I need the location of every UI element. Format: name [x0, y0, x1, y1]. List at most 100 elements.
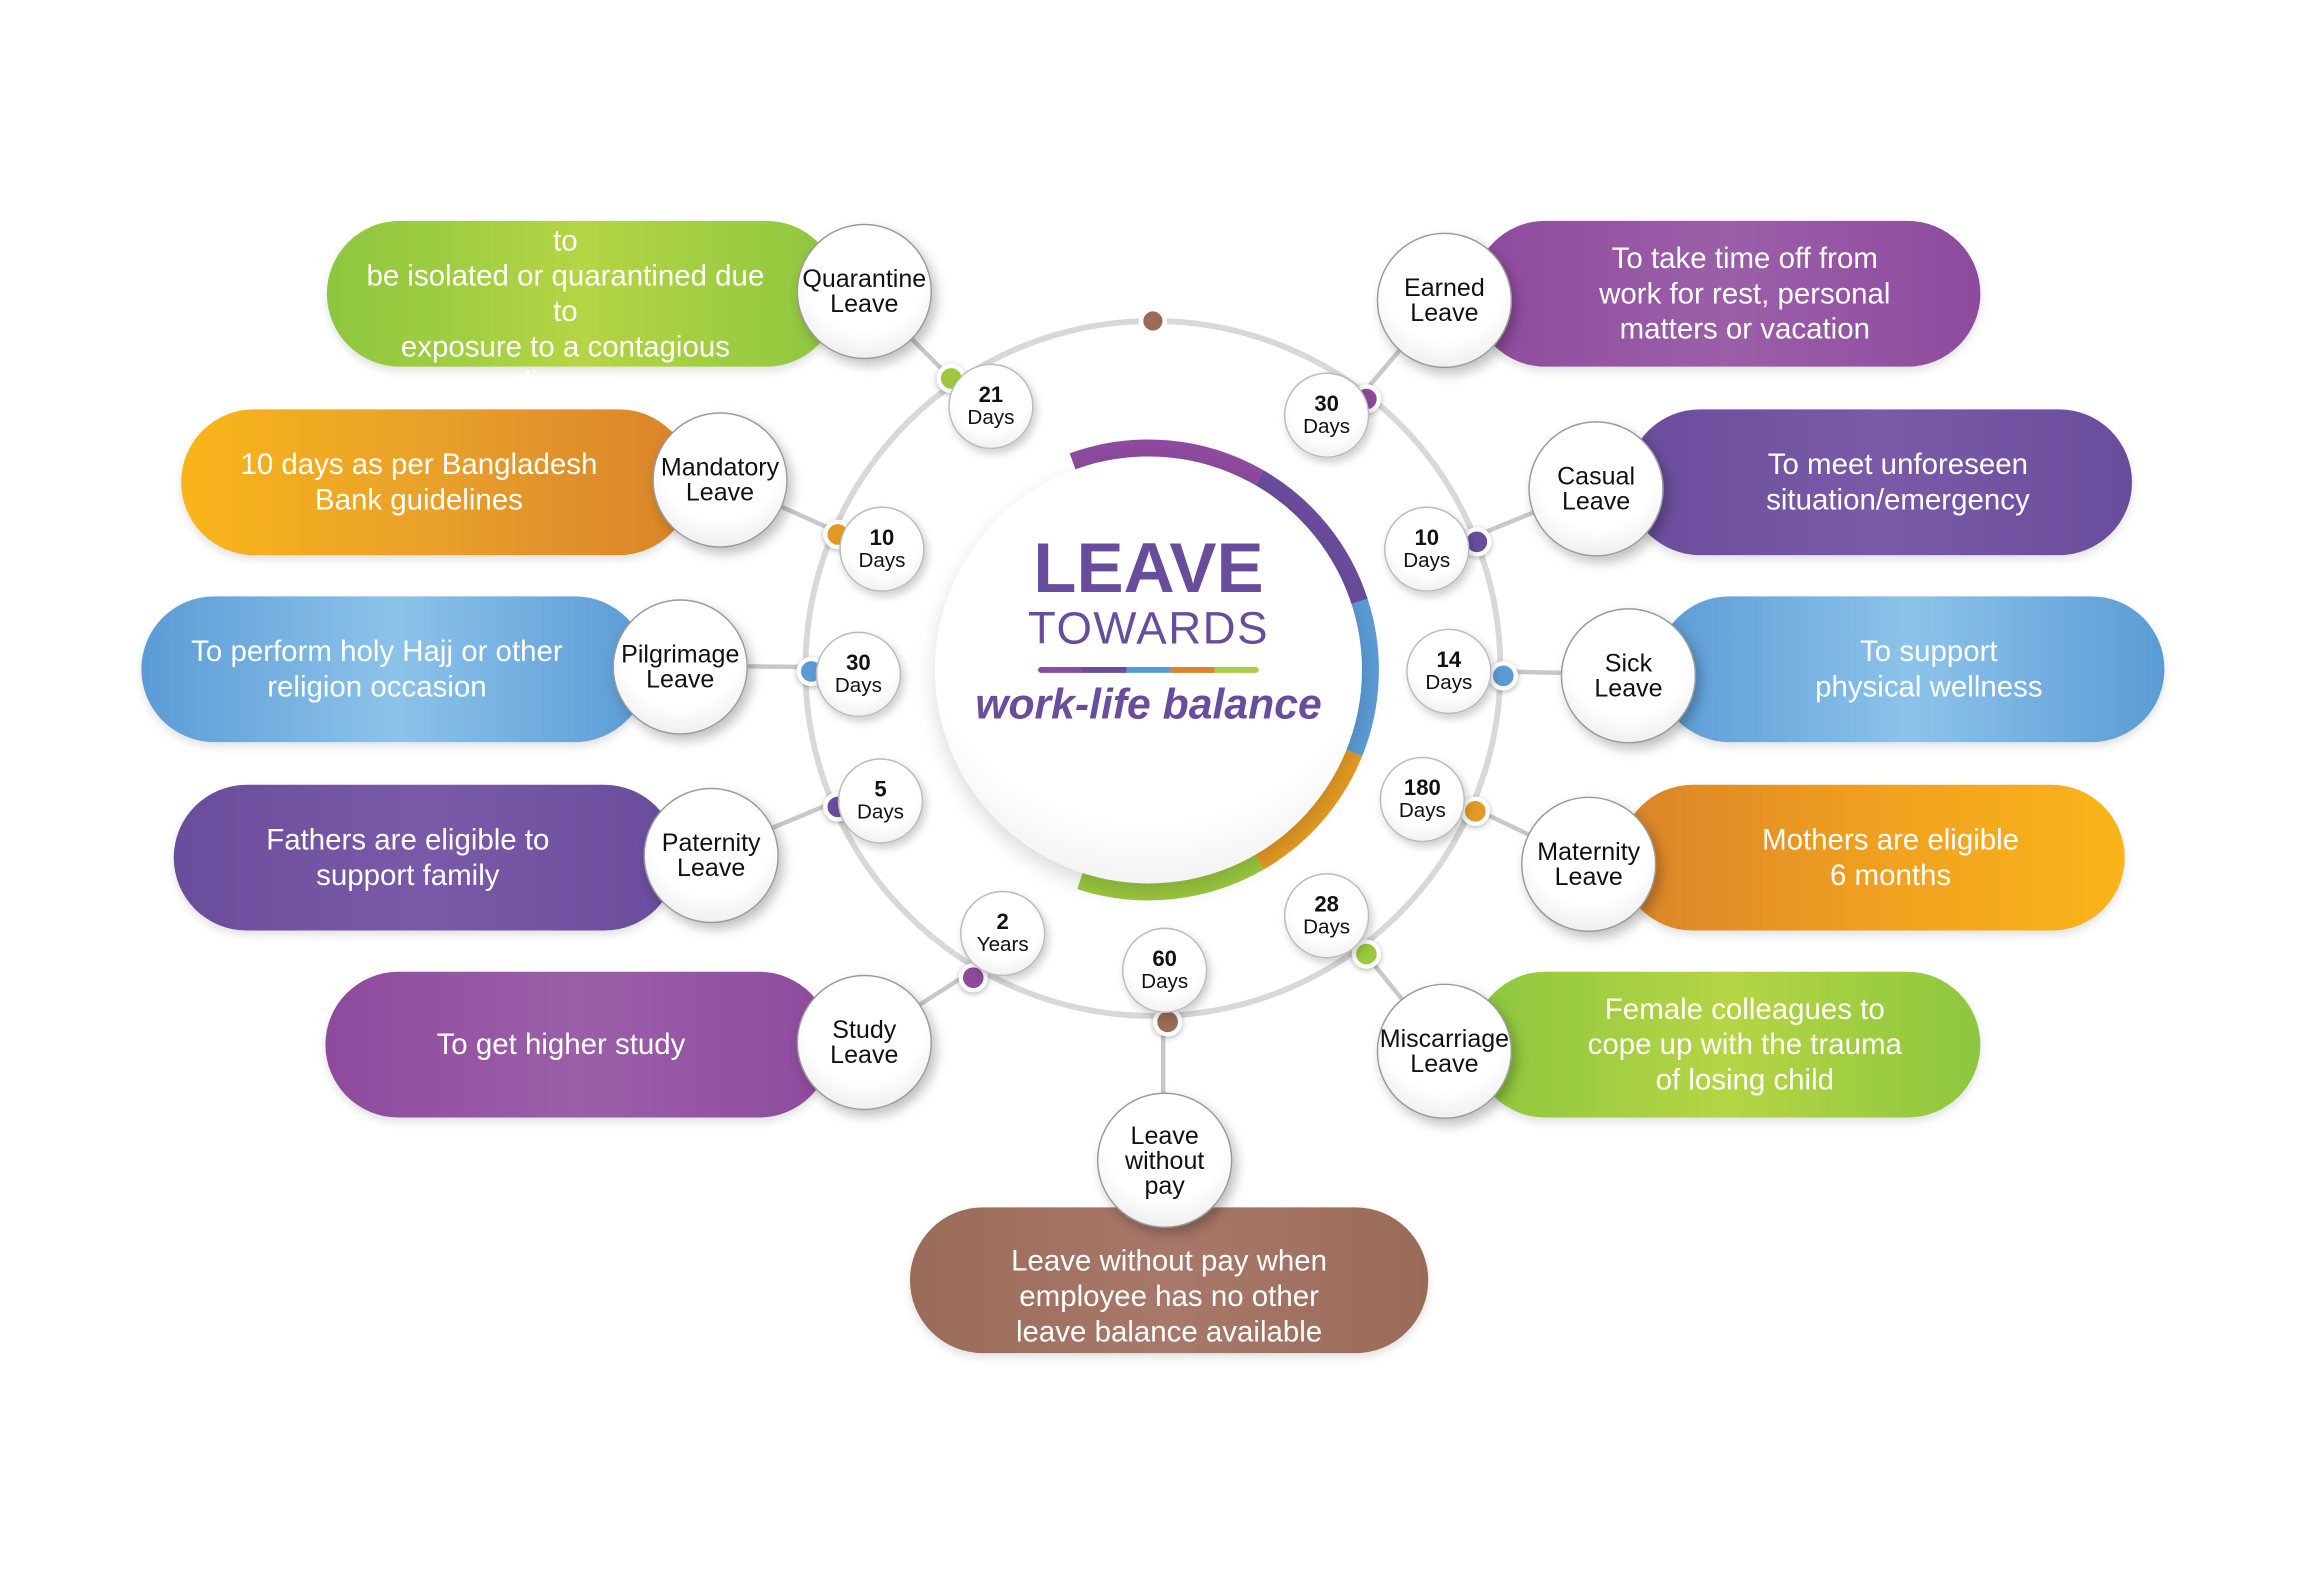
- description-pill-study-leave: To get higher study: [325, 971, 832, 1118]
- top-ring-dot: [1138, 306, 1167, 335]
- leave-type-label: Quarantine: [802, 265, 927, 294]
- leave-type-label: Miscarriage: [1379, 1024, 1510, 1053]
- duration-unit: Days: [1303, 914, 1351, 938]
- leave-type-label: Leave: [1594, 674, 1663, 703]
- leave-type-label: Casual: [1557, 462, 1636, 491]
- arc-segment-violet: [1254, 470, 1368, 605]
- leave-type-label: Leave: [1410, 298, 1479, 327]
- color-divider: [1038, 666, 1259, 673]
- leave-type-label: Mandatory: [660, 453, 780, 482]
- description-line: Bank guidelines: [314, 483, 523, 517]
- duration-unit: Days: [1425, 669, 1473, 694]
- ring-dot-maternity-leave: [1460, 796, 1491, 827]
- arc-segment-green: [1077, 852, 1264, 901]
- leave-type-label: Earned: [1404, 273, 1485, 302]
- description-line: Mothers are eligible: [1762, 823, 2020, 857]
- description-line: leave balance available: [1016, 1315, 1323, 1348]
- duration-value: 30: [846, 650, 871, 676]
- description-line: To take time off from: [1611, 242, 1878, 275]
- leave-type-label: Leave: [830, 1040, 899, 1069]
- description-line: work for rest, personal: [1599, 277, 1891, 310]
- leave-type-label: Leave: [677, 853, 746, 882]
- duration-value: 10: [869, 525, 895, 551]
- arc-segment-purple: [1069, 439, 1264, 487]
- description-line: physical wellness: [1815, 670, 2043, 704]
- description-line: be isolated or quarantined due to: [366, 259, 765, 328]
- leave-type-label: Leave: [646, 665, 715, 694]
- duration-value: 14: [1436, 647, 1462, 673]
- duration-unit: Days: [857, 799, 904, 824]
- leave-type-label: Leave: [1130, 1121, 1199, 1150]
- duration-value: 21: [978, 382, 1004, 408]
- leave-type-label: Paternity: [661, 828, 761, 857]
- description-line: 10 days as per Bangladesh: [240, 448, 598, 481]
- title-leave: LEAVE: [1033, 530, 1264, 609]
- description-line: cope up with the trauma: [1587, 1028, 1902, 1061]
- description-line: To get higher study: [436, 1028, 686, 1061]
- description-line: 6 months: [1829, 859, 1952, 892]
- duration-unit: Days: [1403, 547, 1451, 572]
- description-line: When staff is officially required to: [366, 189, 765, 257]
- description-line: situation/emergency: [1766, 483, 2030, 517]
- description-line: To support: [1860, 635, 1998, 668]
- description-line: matters or vacation: [1619, 312, 1870, 346]
- duration-unit: Days: [1303, 413, 1351, 438]
- leave-type-label: Leave: [1554, 862, 1623, 891]
- description-line: employee has no other: [1019, 1280, 1319, 1313]
- leave-type-label: pay: [1144, 1171, 1185, 1200]
- duration-value: 5: [874, 777, 887, 803]
- duration-unit: Days: [858, 547, 906, 572]
- description-line: To meet unforeseen: [1767, 448, 2029, 481]
- description-line: To perform holy Hajj or other: [191, 635, 563, 668]
- description-line: of losing child: [1655, 1063, 1835, 1097]
- duration-unit: Days: [834, 672, 882, 697]
- duration-unit: Days: [1398, 798, 1446, 822]
- leave-type-label: Sick: [1604, 649, 1653, 678]
- description-line: Fathers are eligible to: [266, 823, 550, 857]
- duration-value: 60: [1152, 946, 1177, 972]
- description-line: Female colleagues to: [1604, 993, 1885, 1026]
- leave-type-label: Leave: [685, 478, 755, 507]
- leave-type-label: Leave: [1410, 1049, 1479, 1078]
- duration-unit: Years: [976, 932, 1029, 956]
- description-line: exposure to a contagious disease: [400, 330, 730, 399]
- description-line: Leave without pay when: [1011, 1244, 1328, 1278]
- description-line: support family: [316, 859, 500, 892]
- duration-value: 28: [1314, 892, 1339, 918]
- leave-type-label: Leave: [1561, 487, 1631, 516]
- duration-value: 2: [996, 909, 1009, 935]
- arc-segment-orange: [1254, 748, 1363, 870]
- ring-dot-sick-leave: [1488, 661, 1519, 691]
- duration-value: 30: [1314, 391, 1339, 417]
- duration-unit: Days: [967, 404, 1015, 429]
- title-towards: TOWARDS: [1027, 602, 1270, 654]
